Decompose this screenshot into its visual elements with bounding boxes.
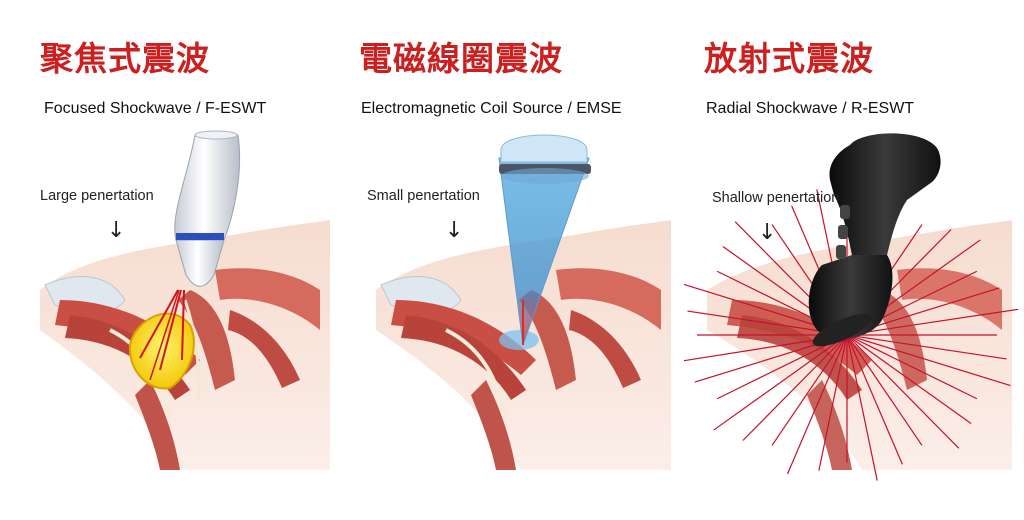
wave-ray [846, 334, 960, 449]
focused-probe-icon [174, 130, 241, 287]
wave-ray [742, 334, 848, 441]
arrow-down-icon: ↓ [445, 218, 464, 243]
wave-ray [818, 334, 848, 471]
panel-title-en: Radial Shockwave / R-ESWT [706, 100, 915, 117]
shoulder-anatomy-illustration [40, 130, 330, 470]
panel-title-zh: 放射式震波 [704, 39, 874, 78]
penetration-label: Shallow penertation [712, 190, 840, 206]
shoulder-anatomy-illustration [683, 133, 1019, 481]
wave-ray [713, 334, 848, 431]
coil-cone-icon [498, 134, 591, 346]
wave-ray [786, 334, 848, 475]
target-spot [499, 330, 539, 350]
focal-zone [128, 289, 195, 390]
wave-ray [771, 334, 848, 446]
arrow-down-icon: ↓ [107, 218, 126, 243]
panel-electromagnetic-coil: 電磁線圈震波 Electromagnetic Coil Source / EMS… [341, 0, 682, 520]
wave-ray [846, 334, 878, 481]
shoulder-anatomy-illustration [376, 134, 671, 470]
panel-focused-shockwave: 聚焦式震波 Focused Shockwave / F-ESWT Large p… [0, 0, 341, 520]
wave-ray [846, 334, 1007, 360]
penetration-label: Large penertation [40, 188, 154, 204]
wave-ray [846, 334, 972, 425]
panel-title-zh: 聚焦式震波 [40, 39, 210, 78]
wave-ray [846, 334, 923, 446]
wave-ray [846, 334, 978, 400]
penetration-label: Small penertation [367, 188, 480, 204]
panel-radial-shockwave: 放射式震波 Radial Shockwave / R-ESWT Shallow … [682, 0, 1023, 520]
arrow-down-icon: ↓ [758, 220, 777, 245]
wave-ray [846, 334, 1011, 387]
wave-ray [846, 308, 1019, 336]
radial-handpiece-icon [808, 133, 941, 347]
panel-title-en: Electromagnetic Coil Source / EMSE [361, 100, 622, 117]
wave-ray [846, 334, 903, 465]
panel-title-en: Focused Shockwave / F-ESWT [44, 100, 267, 117]
panel-title-zh: 電磁線圈震波 [359, 39, 563, 78]
